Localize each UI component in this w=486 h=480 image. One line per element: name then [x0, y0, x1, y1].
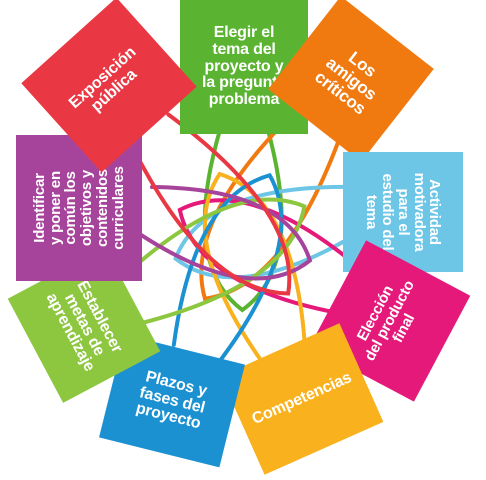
loop-competencias [202, 171, 307, 361]
card-identificar-objetivos-label: Identificar y poner en común los objetiv… [30, 166, 127, 250]
card-elegir-tema-label: Elegir el tema del proyecto y la pregunt… [201, 24, 287, 109]
card-identificar-objetivos: Identificar y poner en común los objetiv… [16, 135, 142, 281]
card-exposicion-publica-label: Exposición pública [66, 43, 140, 116]
card-plazos-fases-label: Plazos y fases del proyecto [134, 368, 209, 433]
card-actividad-motivadora-label: Actividad motivadora para el estudio del… [363, 172, 444, 252]
card-competencias-label: Competencias [249, 368, 354, 428]
card-amigos-criticos-label: Los amigos críticos [311, 48, 381, 119]
loop-amigos [199, 102, 345, 301]
loop-identificar [135, 185, 313, 281]
loop-exposicion [129, 112, 292, 296]
card-establecer-metas-label: Establecer metas de aprendizaje [42, 277, 126, 375]
card-eleccion-producto-label: Elección del producto final [354, 277, 419, 364]
